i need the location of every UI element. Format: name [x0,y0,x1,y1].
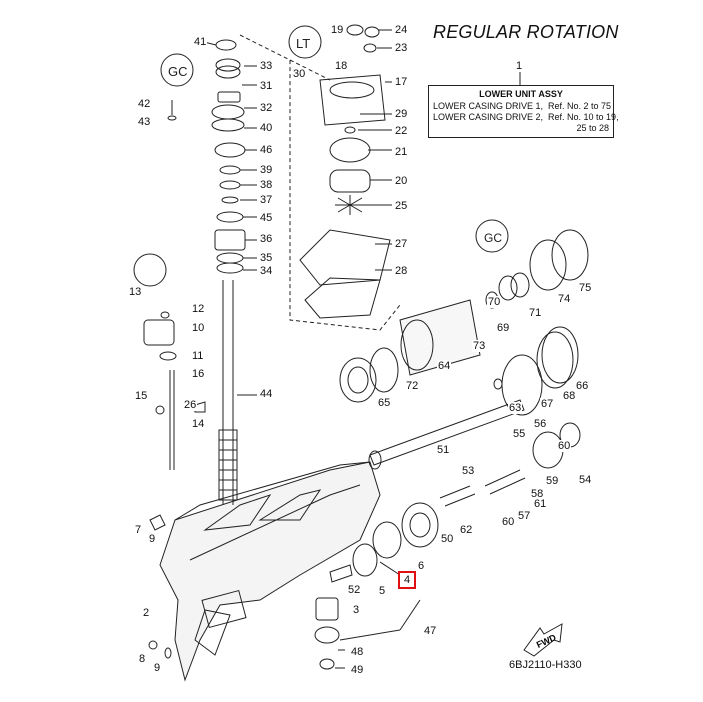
part-callout-10: 10 [191,322,206,334]
part-callout-15: 15 [134,390,149,402]
part-callout-23: 23 [394,42,409,54]
assembly-info-box: LOWER UNIT ASSY LOWER CASING DRIVE 1, Re… [428,85,619,138]
svg-text:GC: GC [168,64,188,79]
part-callout-37: 37 [259,194,274,206]
part-callout-30: 30 [292,68,307,80]
part-callout-47: 47 [423,625,438,637]
part-callout-5: 5 [378,585,387,597]
part-callout-61: 61 [533,498,548,510]
assembly-ref-number: 1 [516,60,523,72]
part-callout-36: 36 [259,233,274,245]
part-callout-19: 19 [330,24,345,36]
part-callout-3: 3 [352,604,361,616]
part-callout-9a: 9 [148,533,157,545]
part-callout-57: 57 [517,510,532,522]
assembly-heading: LOWER UNIT ASSY [479,89,563,99]
svg-text:GC: GC [484,231,502,245]
svg-text:LT: LT [296,36,310,51]
part-callout-26: 26 [183,399,198,411]
part-callout-59: 59 [545,475,560,487]
part-callout-20: 20 [394,175,409,187]
part-callout-58: 58 [530,488,545,500]
part-callout-22: 22 [394,125,409,137]
part-callout-13: 13 [128,286,143,298]
part-callout-40: 40 [259,122,274,134]
part-callout-12: 12 [191,303,206,315]
part-callout-72: 72 [405,380,420,392]
part-callout-29: 29 [394,108,409,120]
part-callout-60b: 60 [501,516,516,528]
part-callout-52: 52 [347,584,362,596]
part-callout-62: 62 [459,524,474,536]
part-callout-33: 33 [259,60,274,72]
part-callout-41: 41 [193,36,208,48]
part-callout-65: 65 [377,397,392,409]
part-callout-75: 75 [578,282,593,294]
part-callout-25: 25 [394,200,409,212]
part-callout-44: 44 [259,388,274,400]
part-callout-34: 34 [259,265,274,277]
part-callout-8: 8 [138,653,147,665]
part-callout-42: 42 [137,98,152,110]
part-callout-27: 27 [394,238,409,250]
part-callout-14: 14 [191,418,206,430]
part-callout-24: 24 [394,24,409,36]
part-callout-51: 51 [436,444,451,456]
part-callout-49: 49 [350,664,365,676]
part-callout-67: 67 [540,398,555,410]
loctite-icon: GC [133,219,509,287]
part-callout-50: 50 [440,533,455,545]
highlighted-part-callout: 4 [398,571,417,589]
part-callout-55: 55 [512,428,527,440]
part-callout-32: 32 [259,102,274,114]
part-callout-70: 70 [487,296,502,308]
part-callout-60a: 60 [557,440,572,452]
part-callout-7: 7 [134,524,143,536]
part-callout-39: 39 [259,164,274,176]
part-callout-35: 35 [259,252,274,264]
part-callout-56: 56 [533,418,548,430]
part-callout-11: 11 [191,350,205,362]
part-callout-73: 73 [472,340,487,352]
part-callout-69: 69 [496,322,511,334]
part-callout-31: 31 [259,80,274,92]
part-callout-71: 71 [528,307,543,319]
part-callout-2: 2 [142,607,151,619]
part-callout-48: 48 [350,646,365,658]
part-callout-16: 16 [191,368,206,380]
assembly-line-3: 25 to 28 [576,123,609,133]
part-callout-17: 17 [394,76,409,88]
grease-icon: GC [160,53,194,87]
part-callout-66: 66 [575,380,590,392]
part-callout-9b: 9 [153,662,162,674]
diagram-title: REGULAR ROTATION [433,22,619,42]
part-callout-45: 45 [259,212,274,224]
part-callout-18: 18 [334,60,349,72]
part-callout-64: 64 [437,360,452,372]
part-callout-43: 43 [137,116,152,128]
assembly-line-1: LOWER CASING DRIVE 1, Ref. No. 2 to 75 [433,101,612,111]
part-callout-46: 46 [259,144,274,156]
part-callout-54: 54 [578,474,593,486]
sealant-icon: LT [288,25,322,59]
part-callout-6: 6 [417,560,426,572]
fwd-arrow: FWD [520,620,566,663]
part-callout-68: 68 [562,390,577,402]
part-callout-53: 53 [461,465,476,477]
diagram-code: 6BJ2110-H330 [509,659,582,671]
part-callout-38: 38 [259,179,274,191]
part-callout-63: 63 [508,402,523,414]
part-callout-28: 28 [394,265,409,277]
part-callout-74: 74 [557,293,572,305]
part-callout-21: 21 [394,146,409,158]
